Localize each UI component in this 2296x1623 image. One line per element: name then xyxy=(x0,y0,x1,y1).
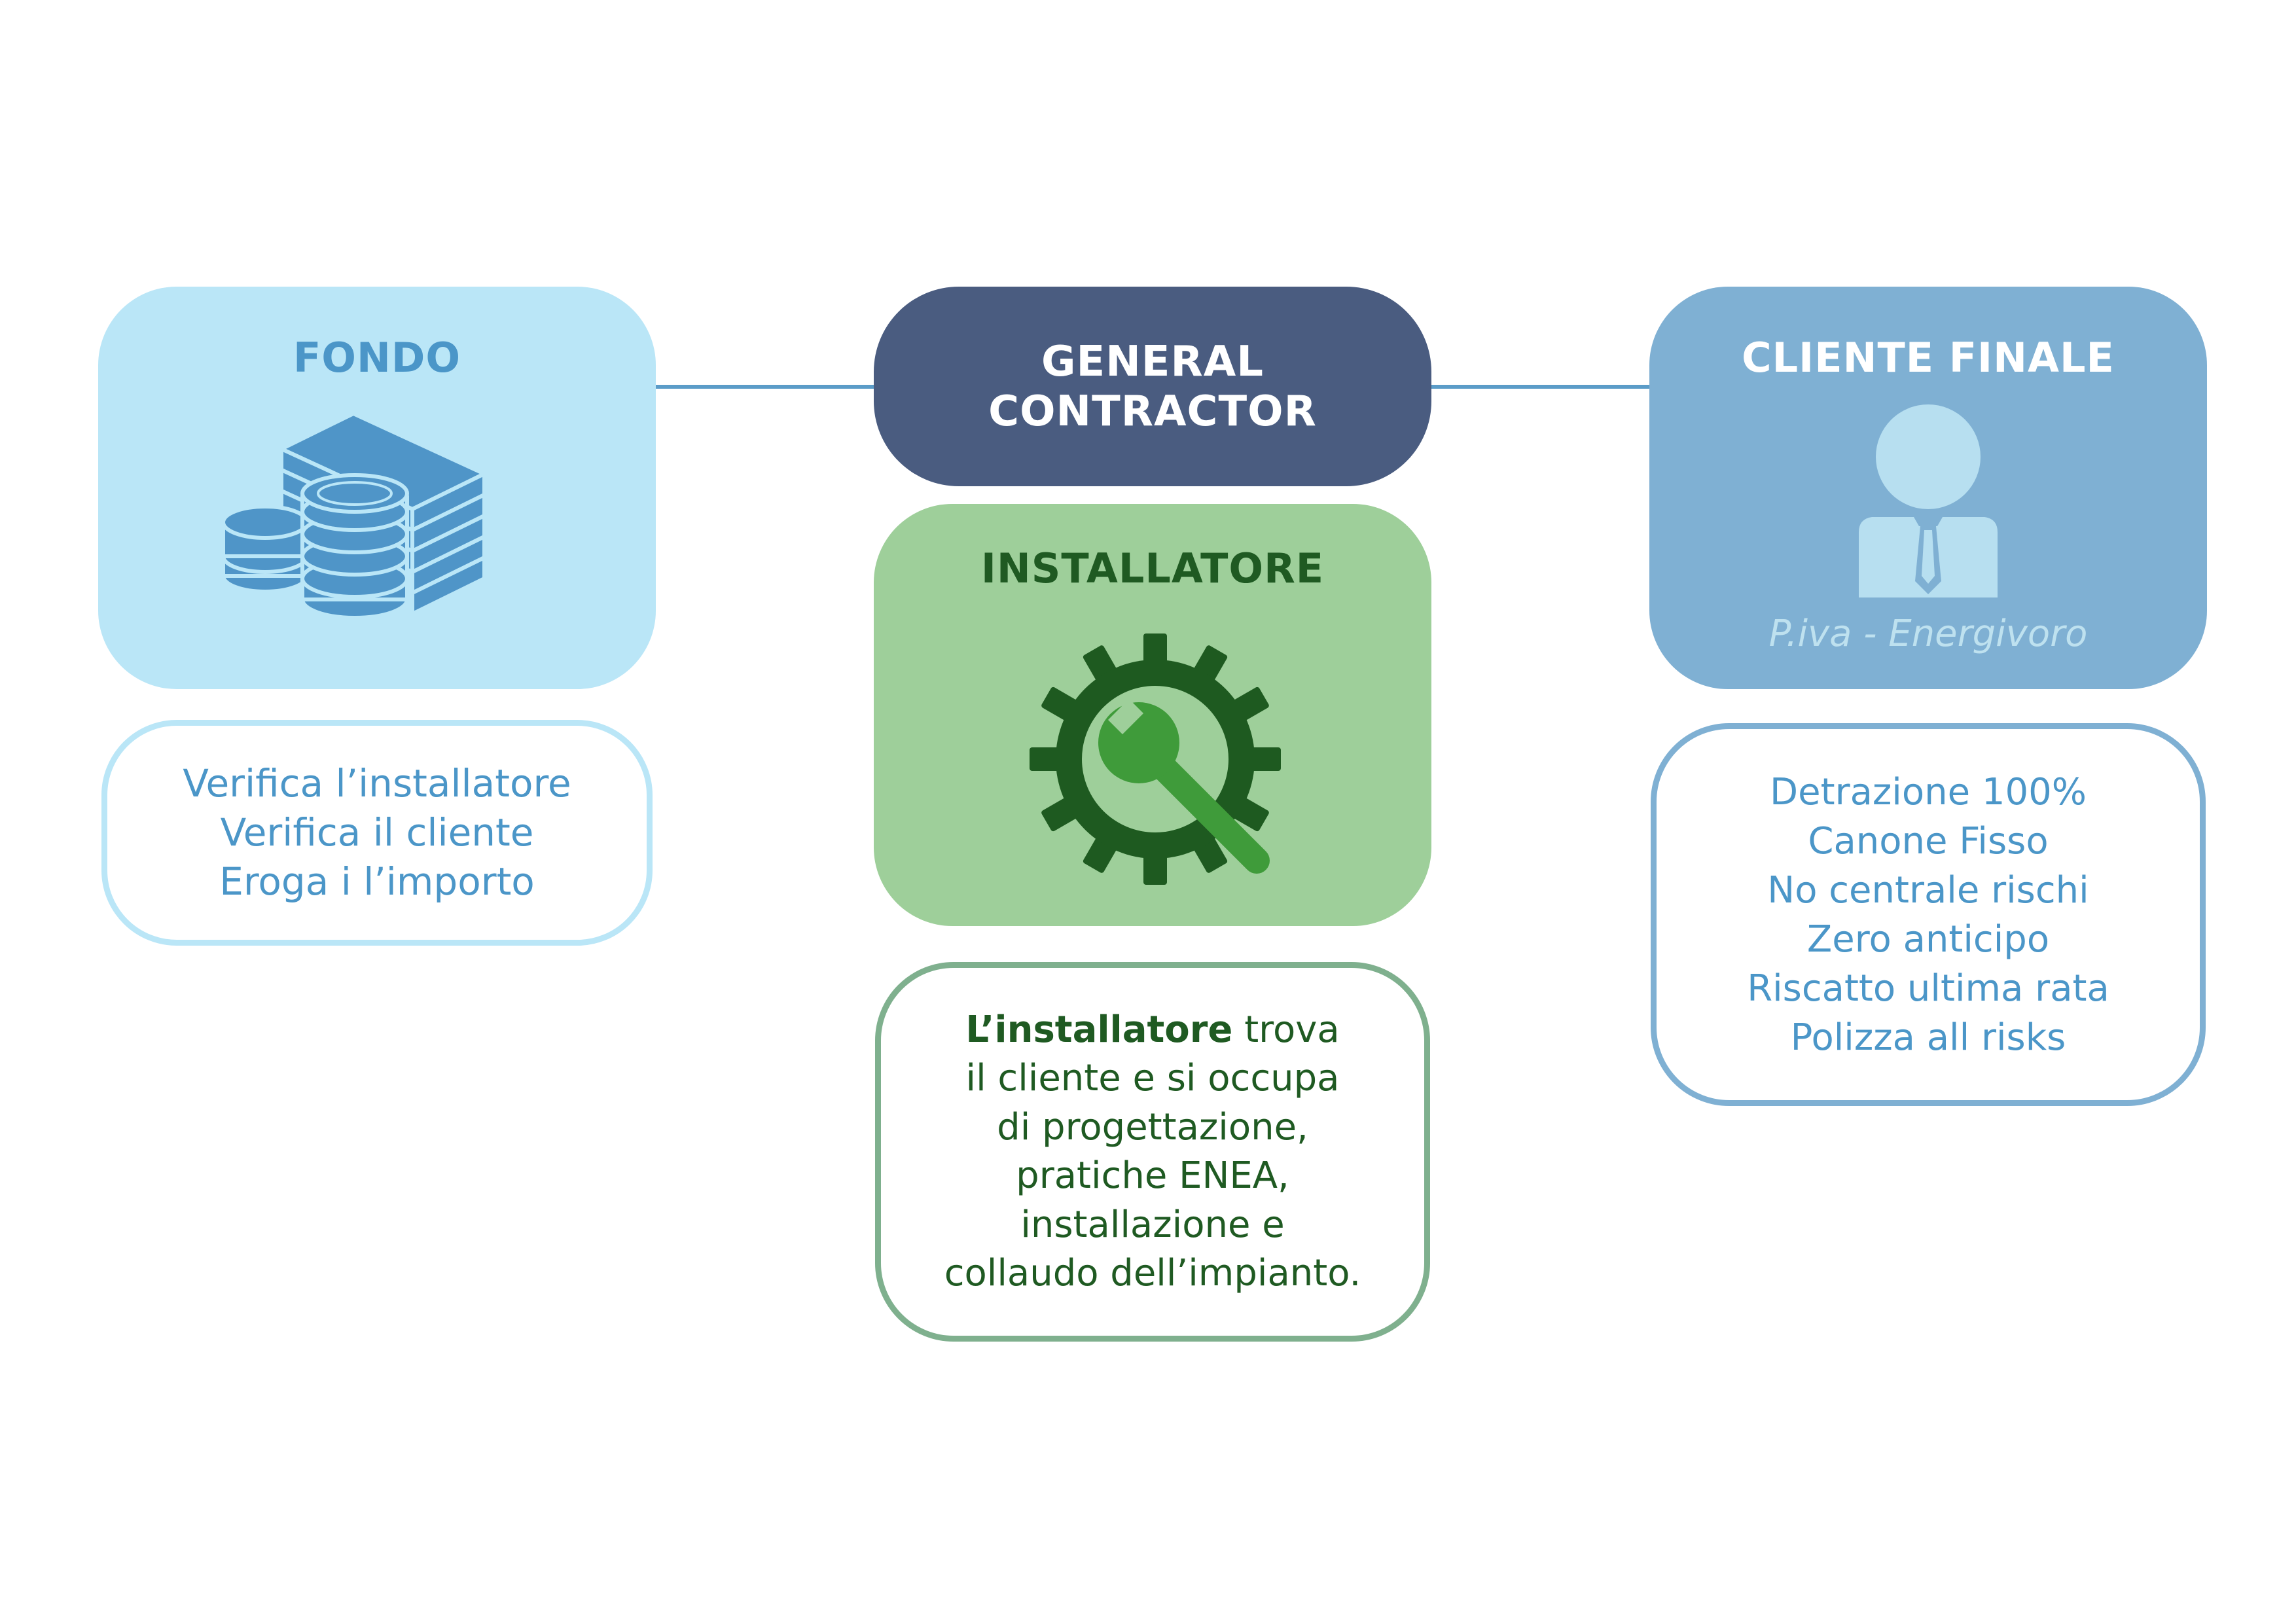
cliente-finale-description: Detrazione 100% Canone Fisso No centrale… xyxy=(1651,723,2206,1106)
general-contractor-card: GENERAL CONTRACTOR xyxy=(874,287,1431,486)
cliente-line: Canone Fisso xyxy=(1808,819,2049,863)
cliente-line: Polizza all risks xyxy=(1790,1016,2066,1059)
installatore-line: di progettazione, xyxy=(997,1105,1308,1149)
cliente-finale-subtitle: P.iva - Energivoro xyxy=(1768,613,2088,655)
installatore-lead-line: L’installatore trova xyxy=(965,1006,1339,1055)
installatore-line: pratiche ENEA, xyxy=(1016,1154,1289,1197)
fondo-card: FONDO xyxy=(98,287,656,689)
money-stack-icon xyxy=(223,412,486,620)
installatore-line: il cliente e si occupa xyxy=(965,1057,1340,1099)
cliente-line: Detrazione 100% xyxy=(1770,770,2087,813)
fondo-title: FONDO xyxy=(293,334,461,382)
connector-gc-cliente xyxy=(1430,385,1651,389)
installatore-lead-rest: trova xyxy=(1232,1008,1340,1051)
cliente-line: No centrale rischi xyxy=(1767,868,2089,912)
gear-wrench-icon xyxy=(1030,633,1281,885)
fondo-description: Verifica l’installatore Verifica il clie… xyxy=(101,720,653,946)
installatore-description: L’installatore trova il cliente e si occ… xyxy=(875,962,1430,1342)
installatore-title: INSTALLATORE xyxy=(980,544,1325,592)
cliente-line: Zero anticipo xyxy=(1806,918,2050,961)
installatore-line: installazione e xyxy=(1020,1203,1285,1246)
gc-title-line2: CONTRACTOR xyxy=(988,387,1317,436)
business-person-icon xyxy=(1859,404,1998,597)
fondo-line: Verifica il cliente xyxy=(220,810,534,855)
connector-fondo-gc xyxy=(655,385,876,389)
cliente-finale-title: CLIENTE FINALE xyxy=(1742,334,2115,382)
gc-title-line1: GENERAL xyxy=(1041,337,1265,386)
fondo-line: Eroga i l’importo xyxy=(219,859,535,904)
cliente-finale-card: CLIENTE FINALE P.iva - Energivoro xyxy=(1649,287,2207,689)
cliente-line: Riscatto ultima rata xyxy=(1747,967,2109,1010)
installatore-lead-bold: L’installatore xyxy=(965,1008,1233,1051)
installatore-line: collaudo dell’impianto. xyxy=(944,1252,1361,1294)
fondo-line: Verifica l’installatore xyxy=(183,761,571,806)
installatore-card: INSTALLATORE xyxy=(874,504,1431,926)
